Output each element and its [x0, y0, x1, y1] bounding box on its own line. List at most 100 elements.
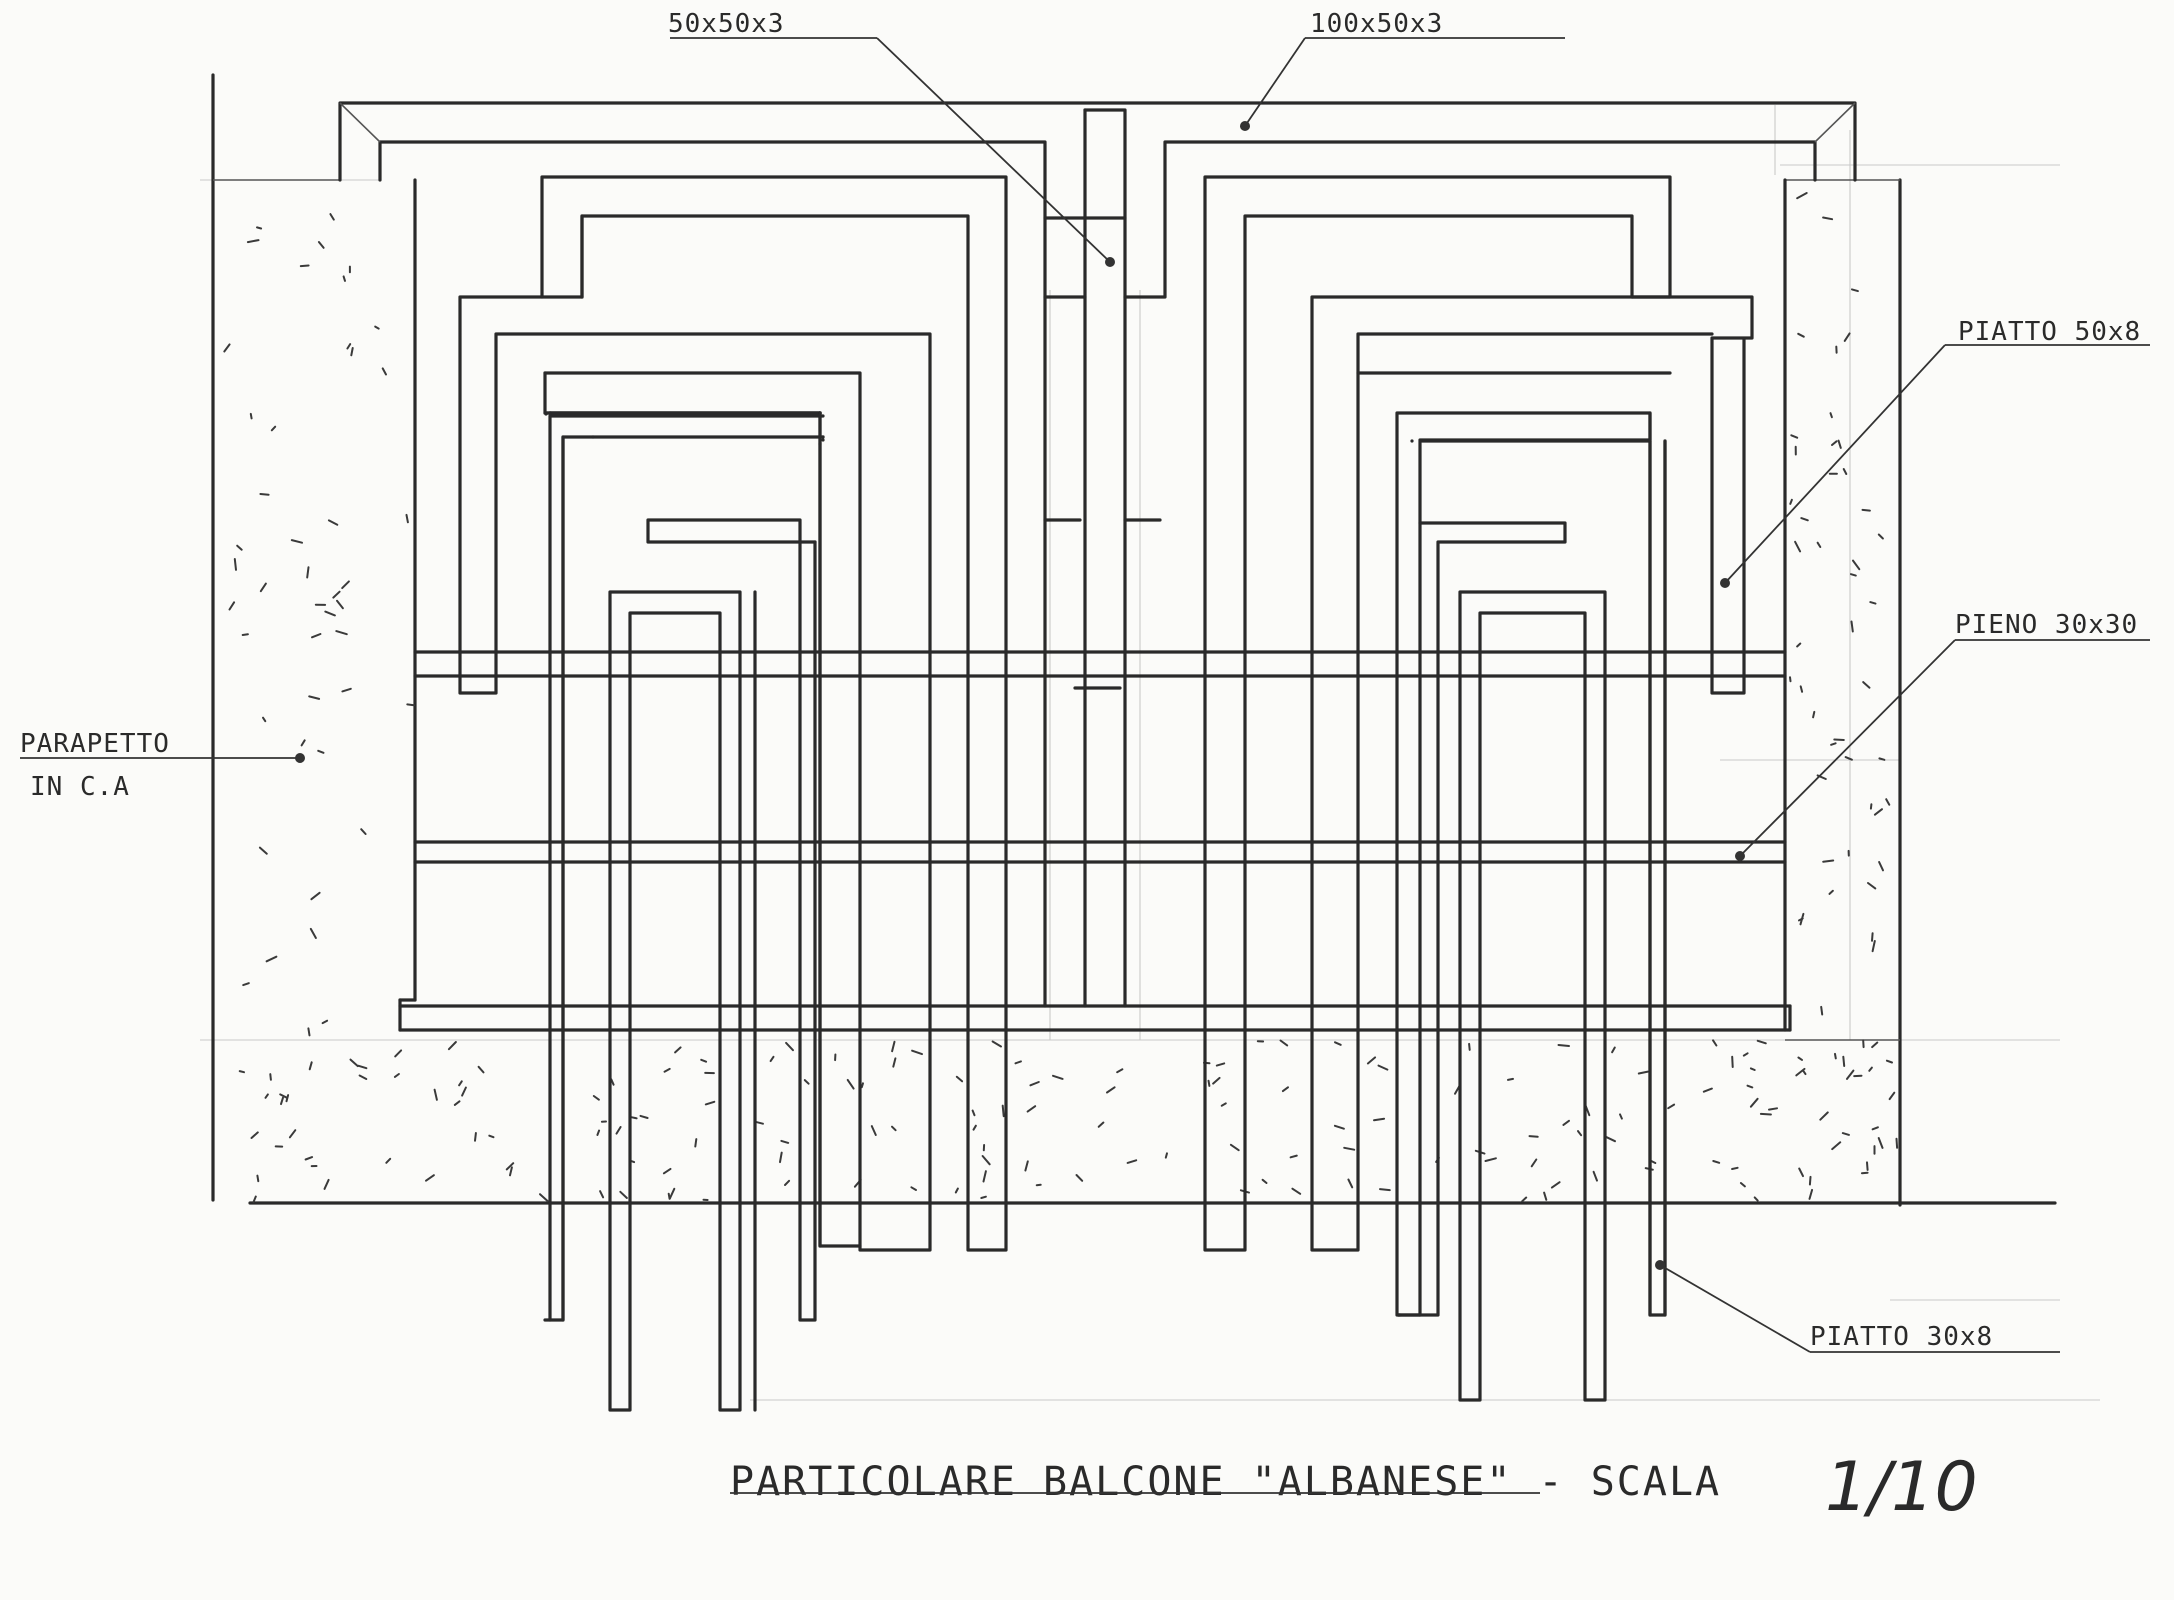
left-ornament: [458, 175, 1008, 1252]
label-solid-30: PIENO 30x30: [1955, 610, 2138, 640]
concrete-speckle: [488, 1134, 495, 1139]
concrete-speckle: [1796, 642, 1802, 648]
concrete-speckle: [405, 513, 409, 524]
concrete-speckle: [308, 695, 321, 700]
concrete-speckle: [1702, 1087, 1713, 1093]
concrete-speckle: [972, 1124, 977, 1131]
scale-text: 1/10: [1825, 1448, 1978, 1527]
concrete-speckle: [1808, 1175, 1812, 1186]
concrete-speckle: [674, 1046, 682, 1054]
concrete-speckle: [991, 1040, 1002, 1048]
concrete-speckle: [1229, 1143, 1240, 1152]
concrete-speckle: [1871, 940, 1876, 953]
concrete-speckle: [1637, 1070, 1649, 1075]
concrete-speckle: [288, 1129, 297, 1139]
concrete-speckle: [1869, 601, 1877, 605]
concrete-speckle: [704, 1100, 716, 1106]
concrete-speckle: [1739, 1182, 1746, 1188]
concrete-speckle: [1577, 1130, 1583, 1137]
concrete-speckle: [509, 1166, 513, 1177]
concrete-speckle: [1885, 1059, 1893, 1064]
concrete-speckle: [381, 367, 387, 376]
concrete-speckle: [357, 1064, 368, 1070]
horizontal-rails: [398, 650, 1792, 1032]
concrete-speckle: [458, 1080, 463, 1087]
concrete-speckle: [327, 519, 339, 526]
concrete-speckle: [309, 927, 317, 939]
concrete-speckle: [1820, 1005, 1824, 1016]
label-tube-50: 50x50x3: [668, 9, 785, 39]
concrete-speckle: [910, 1186, 917, 1191]
concrete-speckle: [1871, 1041, 1879, 1049]
concrete-speckle: [1106, 1086, 1116, 1094]
label-parapet-line1: PARAPETTO: [20, 729, 170, 759]
construction-lines: [200, 105, 2100, 1401]
concrete-speckle: [256, 226, 263, 230]
concrete-speckle: [619, 1190, 628, 1199]
concrete-speckle: [1799, 912, 1805, 926]
concrete-speckle: [891, 1040, 896, 1053]
concrete-speckle: [1768, 1107, 1778, 1111]
concrete-speckle: [1837, 439, 1842, 449]
concrete-speckle: [1795, 1067, 1806, 1077]
concrete-speckle: [505, 1162, 515, 1171]
concrete-speckle: [1799, 685, 1804, 693]
concrete-speckle: [317, 749, 325, 754]
concrete-speckle: [1530, 1158, 1538, 1168]
concrete-speckle: [238, 1070, 245, 1074]
concrete-speckle: [258, 846, 268, 855]
concrete-speckle: [1808, 1188, 1814, 1200]
concrete-speckle: [1619, 1113, 1623, 1120]
concrete-speckle: [311, 633, 322, 639]
concrete-speckle: [610, 1078, 615, 1086]
concrete-speckle: [592, 1095, 600, 1101]
concrete-speckle: [1366, 1056, 1377, 1065]
top-frame-tube: [338, 101, 1857, 299]
concrete-speckle: [1869, 803, 1873, 810]
concrete-speckle: [1749, 1067, 1756, 1071]
concrete-speckle: [662, 1167, 672, 1175]
concrete-speckle: [1828, 889, 1834, 895]
concrete-speckle: [1850, 573, 1857, 577]
concrete-speckle: [228, 601, 236, 611]
concrete-speckle: [299, 264, 310, 268]
concrete-speckle: [1207, 1079, 1211, 1087]
leaders: [20, 37, 2150, 1353]
concrete-speckle: [1819, 1111, 1829, 1121]
concrete-speckle: [1164, 1152, 1168, 1159]
concrete-speckle: [1816, 541, 1822, 548]
concrete-speckle: [1871, 1126, 1879, 1131]
concrete-speckle: [350, 347, 354, 357]
drawing-title: PARTICOLARE BALCONE "ALBANESE" - SCALA 1…: [730, 1448, 1978, 1527]
right-ornament: [1203, 175, 1754, 1402]
concrete-speckle: [346, 343, 352, 350]
concrete-speckle: [667, 1192, 671, 1200]
concrete-speckle: [980, 1195, 987, 1199]
concrete-speckle: [1712, 1160, 1721, 1164]
concrete-speckle: [860, 1082, 864, 1089]
concrete-speckle: [349, 1058, 359, 1068]
concrete-speckle: [1866, 1161, 1869, 1171]
concrete-speckle: [1843, 332, 1851, 342]
concrete-speckle: [780, 1139, 790, 1144]
concrete-speckle: [279, 1093, 288, 1099]
concrete-speckle: [1126, 1159, 1138, 1164]
concrete-speckle: [307, 1027, 311, 1037]
concrete-speckle: [599, 1190, 605, 1199]
concrete-speckle: [461, 1086, 467, 1097]
concrete-speckle: [264, 1093, 269, 1099]
concrete-speckle: [394, 1049, 403, 1058]
concrete-speckle: [1842, 1055, 1846, 1067]
concrete-speckle: [360, 828, 367, 835]
concrete-speckle: [1014, 1060, 1022, 1065]
concrete-speckle: [1790, 434, 1799, 439]
concrete-speckle: [300, 739, 306, 747]
concrete-speckle: [1831, 1141, 1842, 1151]
concrete-speckle: [306, 566, 310, 579]
concrete-speckle: [1746, 1084, 1754, 1089]
concrete-speckle: [1220, 1102, 1227, 1107]
concrete-speckle: [1261, 1178, 1268, 1184]
concrete-speckle: [310, 891, 321, 901]
concrete-speckle: [290, 539, 303, 544]
concrete-speckle: [803, 1079, 810, 1085]
